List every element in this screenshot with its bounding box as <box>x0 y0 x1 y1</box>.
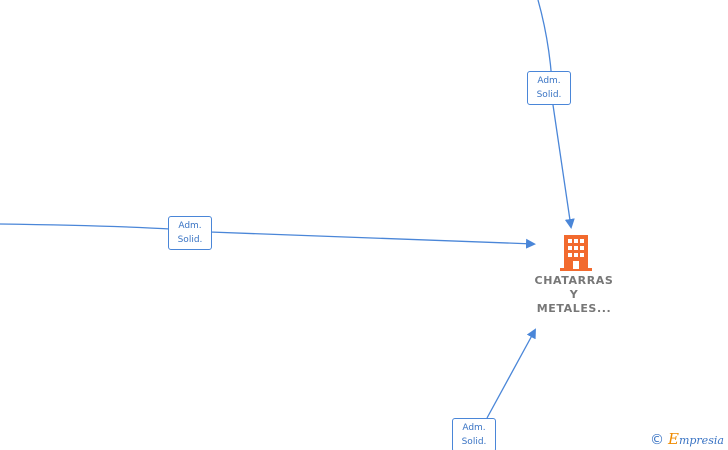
copyright-symbol: © <box>650 432 664 448</box>
company-name-line3: METALES... <box>536 302 612 315</box>
edge-top[interactable] <box>537 0 575 229</box>
building-icon[interactable] <box>560 235 592 271</box>
company-name-line2: Y <box>569 288 579 301</box>
copyright-notice: ©Empresia <box>650 430 724 448</box>
company-name-line1: CHATARRAS <box>534 274 614 287</box>
edge-label-line2: Solid. <box>461 437 487 447</box>
edge-label-bottom[interactable]: Adm. Solid. <box>452 418 496 450</box>
company-name[interactable]: CHATARRAS Y METALES... <box>524 274 624 316</box>
edge-label-top[interactable]: Adm. Solid. <box>527 71 571 105</box>
edge-label-line2: Solid. <box>536 90 562 100</box>
edge-label-left[interactable]: Adm. Solid. <box>168 216 212 250</box>
edge-label-line1: Adm. <box>178 221 202 231</box>
brand-logo-text: mpresia <box>678 434 724 447</box>
edge-label-line2: Solid. <box>177 235 203 245</box>
edge-label-line1: Adm. <box>537 76 561 86</box>
brand-logo-initial: E <box>668 430 679 448</box>
edge-label-line1: Adm. <box>462 423 486 433</box>
edge-left[interactable] <box>0 223 536 249</box>
edge-bottom[interactable] <box>486 328 536 419</box>
